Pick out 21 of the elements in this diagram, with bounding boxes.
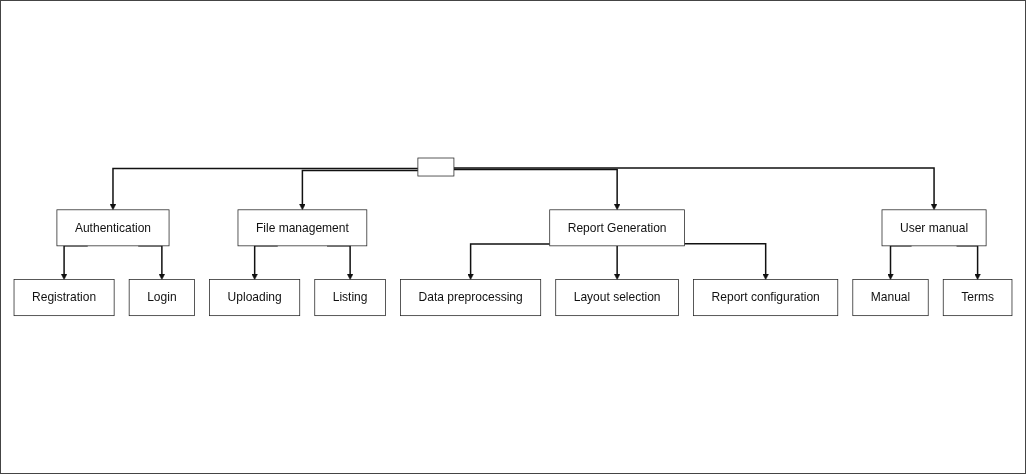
node-box: Layout selection <box>555 279 679 317</box>
node-box: File management <box>237 209 368 247</box>
node-box: Registration <box>13 279 115 317</box>
node-box: Listing <box>314 279 386 317</box>
arrow <box>109 167 419 211</box>
arrow <box>683 243 769 281</box>
arrow <box>453 167 938 211</box>
node-box: Terms <box>942 279 1013 317</box>
node-box <box>417 157 455 177</box>
arrow <box>299 169 419 211</box>
node-box: Report Generation <box>549 209 685 247</box>
arrow <box>467 243 551 281</box>
node-box: Data preprocessing <box>400 279 542 317</box>
arrow <box>613 245 621 281</box>
node-box: Authentication <box>56 209 170 247</box>
node-box: User manual <box>881 209 987 247</box>
node-box: Report configuration <box>693 279 839 317</box>
arrow <box>453 169 621 211</box>
node-box: Uploading <box>209 279 301 317</box>
node-box: Manual <box>852 279 929 317</box>
node-box: Login <box>128 279 195 317</box>
